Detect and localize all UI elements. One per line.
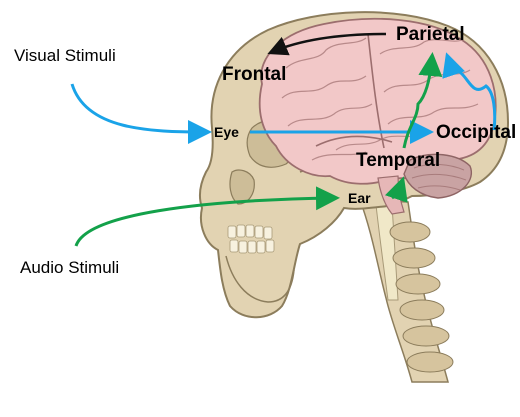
visual-stimuli-label: Visual Stimuli	[14, 46, 116, 66]
visual-stimuli-arrow	[72, 84, 206, 132]
ear-label: Ear	[348, 190, 371, 206]
temporal-lobe-label: Temporal	[356, 150, 440, 172]
frontal-lobe-label: Frontal	[222, 64, 286, 86]
cervical-spine	[360, 200, 453, 382]
occipital-lobe-label: Occipital	[436, 122, 516, 144]
audio-stimuli-label: Audio Stimuli	[20, 258, 119, 278]
parietal-lobe-label: Parietal	[396, 24, 465, 46]
eye-label: Eye	[214, 124, 239, 140]
